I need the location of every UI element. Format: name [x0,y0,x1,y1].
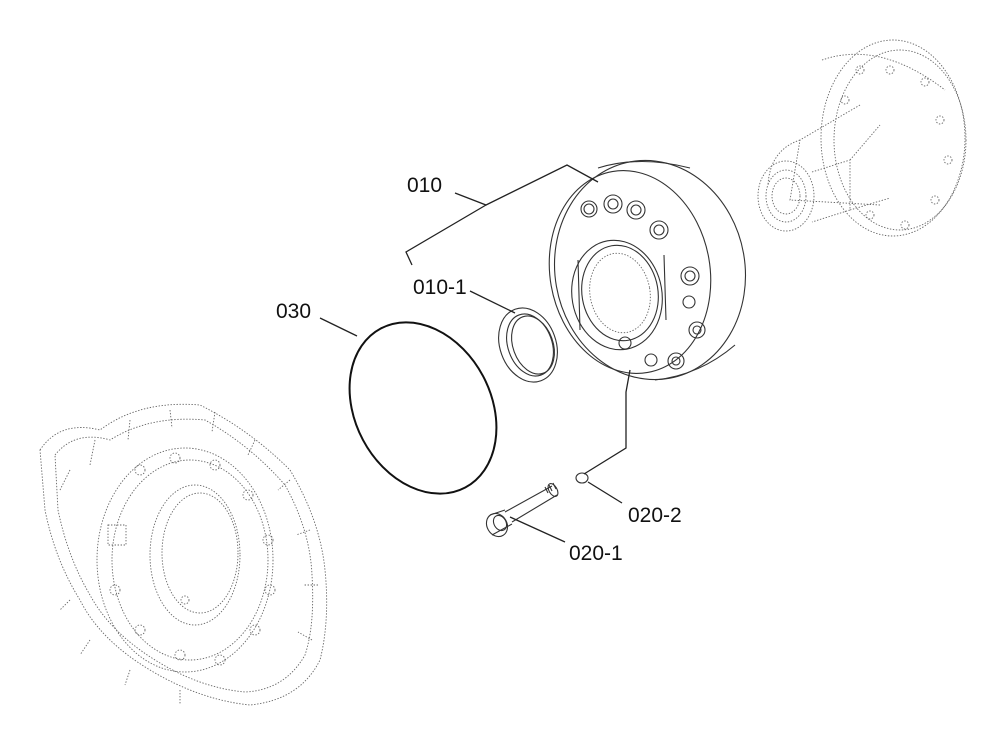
label-010-1: 010-1 [413,276,467,299]
bolt-holes [580,194,706,370]
part-020-2-pin [575,472,589,484]
label-020-2: 020-2 [628,504,682,527]
leader-lines [319,164,631,543]
part-010-carrier [548,159,747,381]
part-020-1-bolt [485,482,559,538]
output-shaft-flange [757,39,967,237]
part-010-1-ring [498,307,558,383]
label-010: 010 [407,174,442,197]
part-030-o-ring [348,321,498,495]
label-020-1: 020-1 [569,542,623,565]
callout-labels: 010 010-1 030 020-2 020-1 [276,174,682,565]
label-030: 030 [276,300,311,323]
gear-housing [39,403,328,706]
